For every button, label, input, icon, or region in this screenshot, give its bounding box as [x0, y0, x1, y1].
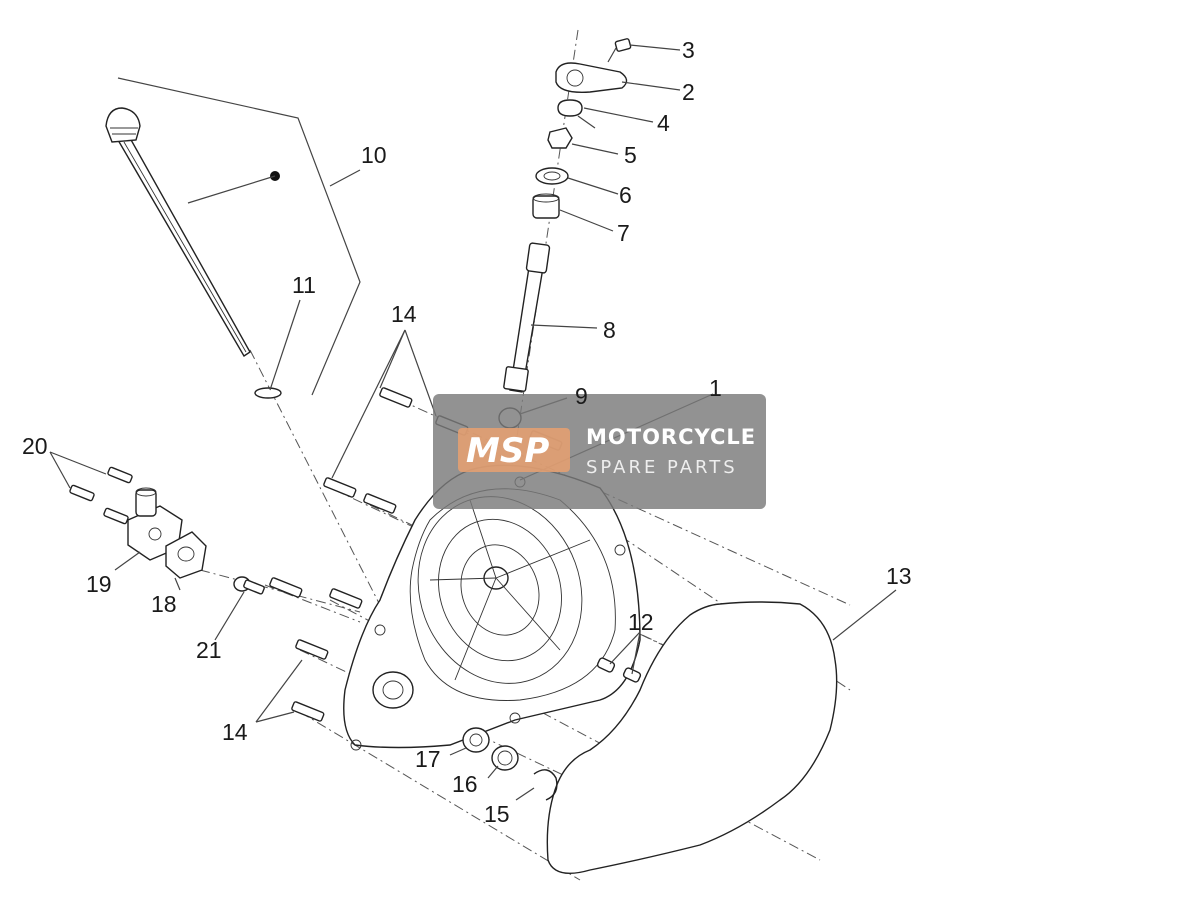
dipstick-part — [105, 107, 280, 357]
callout-17: 17 — [415, 746, 441, 772]
callout-7: 7 — [617, 220, 630, 246]
gasket-part — [546, 601, 838, 874]
callout-15: 15 — [484, 801, 510, 827]
callout-10: 10 — [361, 142, 387, 168]
callout-labels: 1 2 3 4 5 6 7 8 9 10 11 12 13 14 14 15 1… — [22, 37, 912, 827]
callout-11: 11 — [292, 272, 316, 298]
callout-5: 5 — [624, 142, 637, 168]
watermark-box — [433, 394, 766, 509]
o-ring-part — [254, 387, 282, 399]
callout-13: 13 — [886, 563, 912, 589]
callout-4: 4 — [657, 110, 670, 136]
dowel-pins-part — [596, 657, 642, 683]
callout-16: 16 — [452, 771, 478, 797]
callout-2: 2 — [682, 79, 695, 105]
callout-18: 18 — [151, 591, 177, 617]
shift-shaft-stack — [498, 38, 632, 429]
watermark-title: MOTORCYCLE — [586, 425, 756, 449]
watermark: MSP MOTORCYCLE SPARE PARTS — [433, 394, 766, 509]
callout-21: 21 — [196, 637, 222, 663]
callout-3: 3 — [682, 37, 695, 63]
seals-and-circlip — [462, 727, 558, 801]
callout-14-top: 14 — [391, 301, 417, 327]
watermark-mark-box — [458, 428, 570, 472]
callout-6: 6 — [619, 182, 632, 208]
callout-12: 12 — [628, 609, 654, 635]
water-fitting-parts — [127, 487, 265, 595]
watermark-mark: MSP — [466, 431, 549, 471]
leader-lines — [49, 44, 897, 801]
clutch-cover-part — [343, 464, 641, 751]
callout-1: 1 — [709, 375, 722, 401]
callout-20: 20 — [22, 433, 48, 459]
callout-8: 8 — [603, 317, 616, 343]
callout-19: 19 — [86, 571, 112, 597]
callout-14-bottom: 14 — [222, 719, 248, 745]
watermark-subtitle: SPARE PARTS — [586, 457, 738, 478]
callout-9: 9 — [575, 383, 588, 409]
